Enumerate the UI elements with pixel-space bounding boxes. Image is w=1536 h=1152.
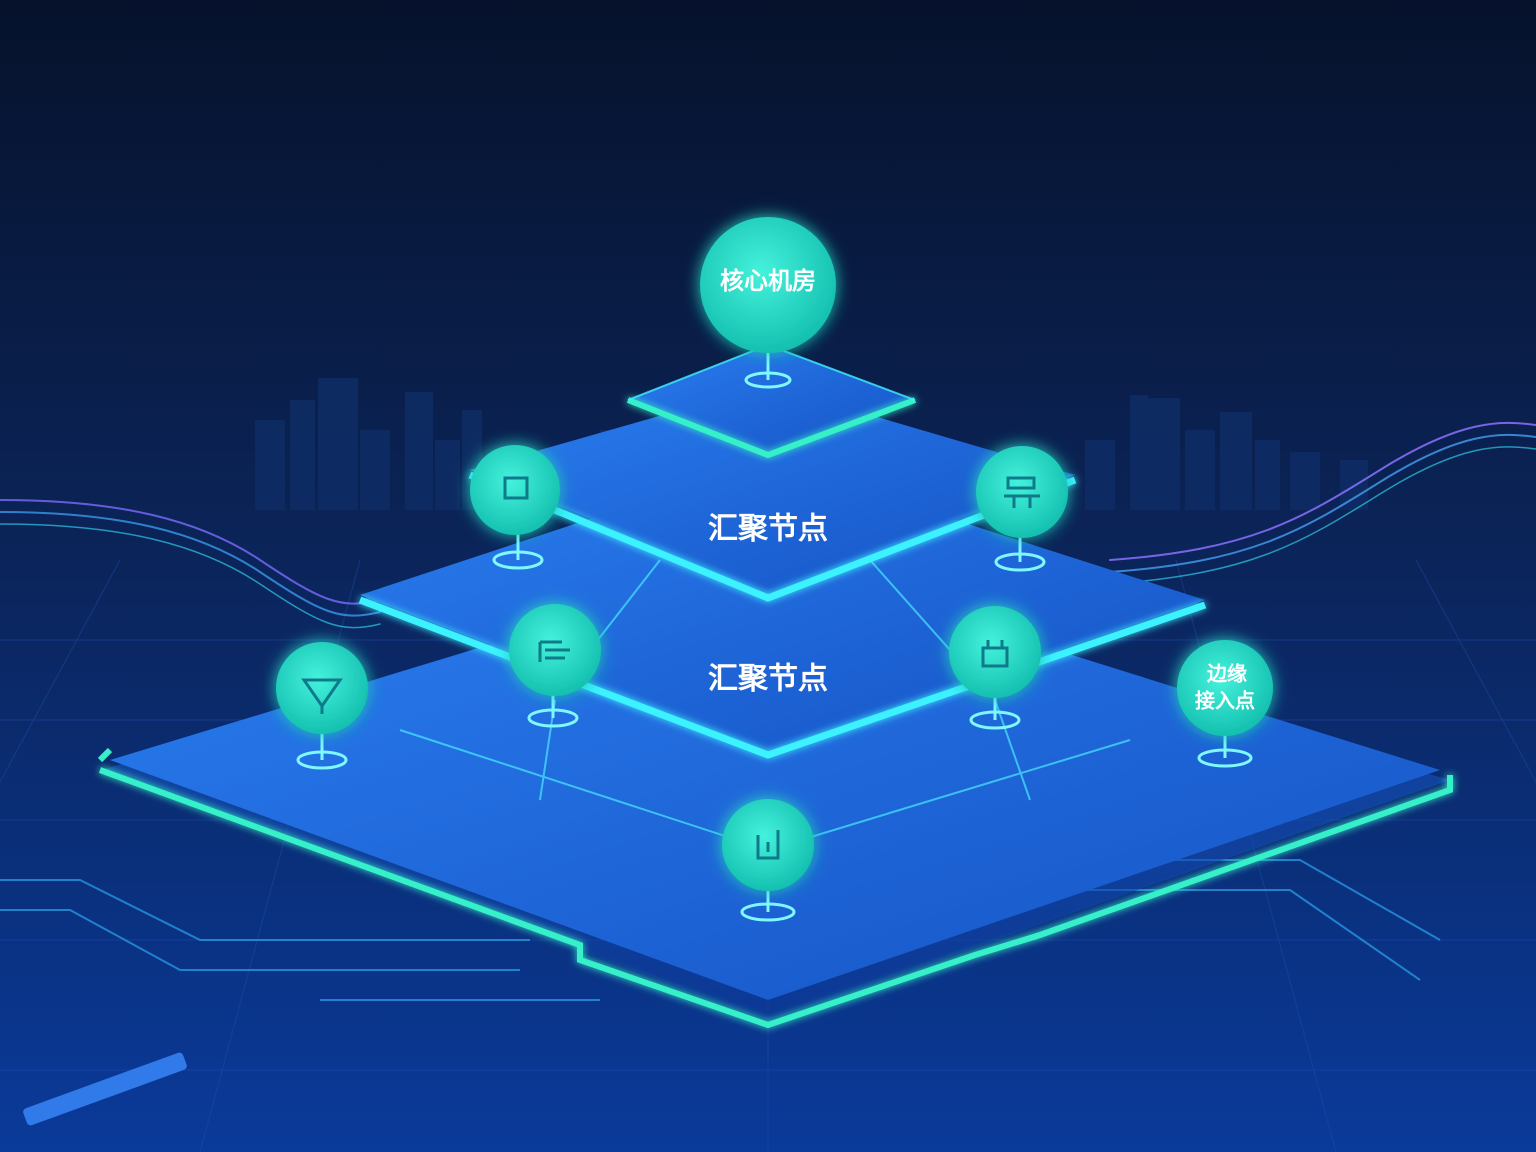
server-icon: [1004, 476, 1040, 508]
cable-icon: [538, 640, 570, 662]
city-skyline: [255, 378, 1368, 510]
square-icon: [503, 476, 529, 500]
layer-aggregation-top: 汇聚节点: [468, 385, 1077, 602]
layer-label-aggregation-top: 汇聚节点: [708, 512, 828, 547]
node-mid-right[interactable]: [949, 606, 1041, 730]
layer-aggregation-mid: 汇聚节点: [358, 460, 1207, 760]
node-core-label: 核心机房: [720, 267, 816, 295]
plug-icon: [756, 830, 780, 860]
node-aggregation-left[interactable]: [470, 445, 560, 570]
node-edge-label-line1: 边缘: [1206, 662, 1247, 686]
filter-icon: [301, 678, 343, 714]
switch-icon: [981, 640, 1009, 668]
node-base-left[interactable]: [276, 642, 368, 770]
node-aggregation-right[interactable]: [976, 446, 1068, 572]
node-edge-access[interactable]: 边缘 接入点: [1177, 640, 1273, 768]
layer-label-aggregation-mid: 汇聚节点: [708, 662, 828, 697]
node-edge-label-line2: 接入点: [1195, 689, 1255, 713]
node-base-center[interactable]: [722, 799, 814, 922]
data-stream-right: [1109, 421, 1536, 585]
node-mid-left[interactable]: [509, 604, 601, 728]
light-bar: [23, 1052, 187, 1126]
node-core[interactable]: 核心机房: [700, 217, 836, 389]
data-stream-left: [0, 499, 381, 629]
